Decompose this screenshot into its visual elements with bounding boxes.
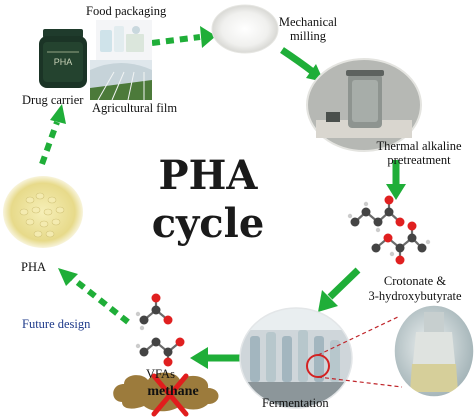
drug-carrier-bottle xyxy=(39,29,87,88)
vfa-molecule-1 xyxy=(135,293,173,331)
label-drug-carrier: Drug carrier xyxy=(22,93,84,107)
bottle-label: PHA xyxy=(53,57,73,67)
label-food-packaging: Food packaging xyxy=(86,4,167,18)
diagram-title: PHA cycle xyxy=(118,152,298,248)
label-future-design: Future design xyxy=(22,317,91,331)
label-fermentation: Fermentation xyxy=(262,396,329,410)
arrow-products-to-milling xyxy=(151,26,216,48)
pretreatment-reactor-image xyxy=(306,58,422,152)
label-mechanical-milling-line2: milling xyxy=(289,29,327,43)
label-crotonate-line2: 3-hydroxybutyrate xyxy=(368,289,462,303)
label-vfas: VFAs xyxy=(146,367,175,381)
pha-pellets-image xyxy=(3,176,83,248)
crotonate-molecule xyxy=(347,195,405,233)
label-thermal-line2: pretreatment xyxy=(387,153,451,167)
arrow-pellets-to-drug-carrier xyxy=(39,104,66,166)
label-mechanical-milling-line1: Mechanical xyxy=(278,15,338,29)
arrow-crotonate-to-fermentation xyxy=(318,267,361,312)
label-agricultural-film: Agricultural film xyxy=(92,101,178,115)
no-methane-cross-icon xyxy=(151,373,189,417)
milled-powder-image xyxy=(211,4,279,54)
culture-flask-image xyxy=(393,304,474,398)
arrow-vfas-to-pha xyxy=(58,268,130,325)
hydroxybutyrate-molecule xyxy=(371,221,431,265)
label-thermal-line1: Thermal alkaline xyxy=(376,139,462,153)
title-line-1: PHA xyxy=(158,152,258,199)
label-methane: methane xyxy=(147,384,199,399)
food-packaging-image xyxy=(96,20,152,60)
title-line-2: cycle xyxy=(151,200,265,247)
agricultural-film-image xyxy=(90,60,152,101)
label-pha: PHA xyxy=(21,260,47,274)
vfa-molecule-2 xyxy=(135,337,185,367)
label-crotonate-line1: Crotonate & xyxy=(383,274,447,288)
dashed-connector xyxy=(317,315,403,388)
arrow-pretreatment-to-crotonate xyxy=(386,160,406,200)
